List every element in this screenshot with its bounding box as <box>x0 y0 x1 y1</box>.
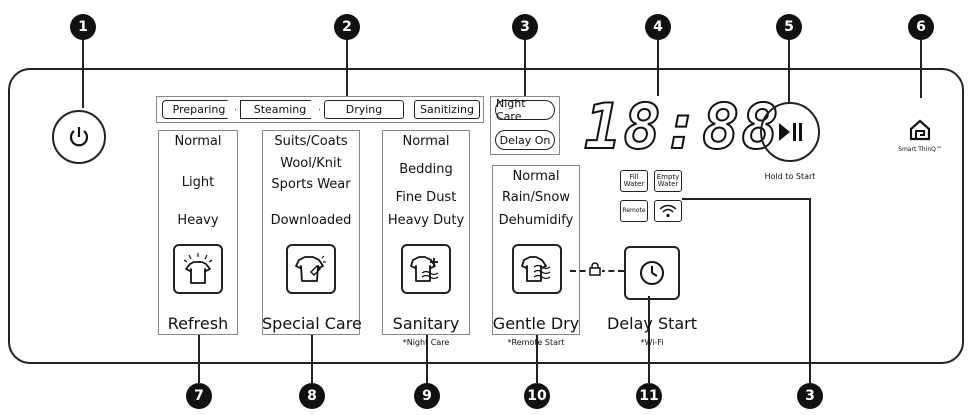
callout-5: 5 <box>776 14 802 40</box>
refresh-column <box>158 130 238 335</box>
gentle-dry-shirt-icon <box>521 256 551 282</box>
refresh-label: Refresh <box>167 314 229 333</box>
clock-icon <box>640 261 664 285</box>
leader-line-3b-v <box>809 198 811 383</box>
special-care-label: Special Care <box>262 314 362 333</box>
wifi-indicator <box>654 200 682 222</box>
sanitary-label: Sanitary <box>392 314 460 333</box>
sanitary-option-bedding: Bedding <box>399 162 453 177</box>
time-display: 18:88 <box>583 90 781 163</box>
gentle-dry-note: *Remote Start <box>507 338 565 347</box>
cycle-stage-bar <box>156 96 484 123</box>
refresh-option-normal: Normal <box>174 134 222 149</box>
callout-8: 8 <box>299 383 325 409</box>
leader-line-8 <box>311 335 313 383</box>
gentle-dry-option-normal: Normal <box>512 169 560 184</box>
callout-3-top: 3 <box>512 14 538 40</box>
control-panel <box>8 68 964 364</box>
sanitary-option-normal: Normal <box>402 134 450 149</box>
delay-start-button[interactable] <box>624 246 680 300</box>
indicator-group <box>490 96 560 155</box>
callout-6: 6 <box>908 14 934 40</box>
play-pause-icon <box>779 123 802 141</box>
refresh-option-heavy: Heavy <box>177 213 219 228</box>
special-care-column <box>262 130 360 335</box>
smartthinq-home-icon <box>909 119 931 141</box>
power-button[interactable] <box>52 110 106 164</box>
leader-line-9 <box>426 335 428 383</box>
sanitary-note: *Night Care <box>402 338 450 347</box>
sanitary-option-heavy-duty: Heavy Duty <box>387 213 465 228</box>
refresh-option-light: Light <box>181 175 215 190</box>
callout-10: 10 <box>524 383 550 409</box>
night-care-indicator: Night Care <box>495 97 555 123</box>
stage-preparing: Preparing <box>162 100 236 119</box>
delay-start-label: Delay Start <box>606 314 698 333</box>
child-lock-icon <box>588 261 602 277</box>
callout-2: 2 <box>334 14 360 40</box>
leader-line-5 <box>788 40 790 102</box>
gentle-dry-label: Gentle Dry <box>492 314 580 333</box>
gentle-dry-button[interactable] <box>512 244 562 294</box>
empty-water-indicator: Empty Water <box>654 170 682 192</box>
leader-line-7 <box>198 335 200 383</box>
stage-sanitizing: Sanitizing <box>414 100 480 119</box>
refresh-button[interactable] <box>173 244 223 294</box>
special-care-button[interactable] <box>286 244 336 294</box>
leader-line-10 <box>536 335 538 383</box>
delay-on-indicator: Delay On <box>495 130 555 150</box>
callout-11: 11 <box>636 383 662 409</box>
special-care-option-suits-coats: Suits/Coats <box>274 134 348 149</box>
smartthinq-caption: Smart ThinQ™ <box>898 146 942 153</box>
special-care-option-sports-wear: Sports Wear <box>271 177 351 192</box>
gentle-dry-option-dehumidify: Dehumidify <box>498 213 574 228</box>
leader-line-3b-h <box>682 198 810 200</box>
special-care-option-downloaded: Downloaded <box>270 213 352 228</box>
callout-1: 1 <box>70 14 96 40</box>
gentle-dry-column <box>492 165 580 335</box>
callout-9: 9 <box>414 383 440 409</box>
power-icon <box>69 127 89 147</box>
remote-indicator: Remote <box>620 200 648 222</box>
gentle-dry-option-rain-snow: Rain/Snow <box>501 190 571 205</box>
hold-to-start-caption: Hold to Start <box>764 172 816 181</box>
stage-drying: Drying <box>324 100 404 119</box>
leader-line-1 <box>82 40 84 108</box>
special-care-shirt-icon <box>295 255 326 282</box>
sanitary-button[interactable] <box>401 244 451 294</box>
refresh-shirt-icon <box>183 253 213 284</box>
callout-3-bottom: 3 <box>797 383 823 409</box>
wifi-icon <box>659 204 677 218</box>
callout-7: 7 <box>186 383 212 409</box>
start-pause-button[interactable] <box>760 102 820 162</box>
fill-water-indicator: Fill Water <box>620 170 648 192</box>
sanitary-column <box>382 130 470 335</box>
delay-start-note: *Wi-Fi <box>640 338 664 347</box>
callout-4: 4 <box>645 14 671 40</box>
leader-line-11 <box>648 296 650 383</box>
special-care-option-wool-knit: Wool/Knit <box>280 156 342 171</box>
sanitary-shirt-icon <box>410 256 439 282</box>
stage-steaming: Steaming <box>240 100 320 119</box>
sanitary-option-fine-dust: Fine Dust <box>395 190 457 205</box>
